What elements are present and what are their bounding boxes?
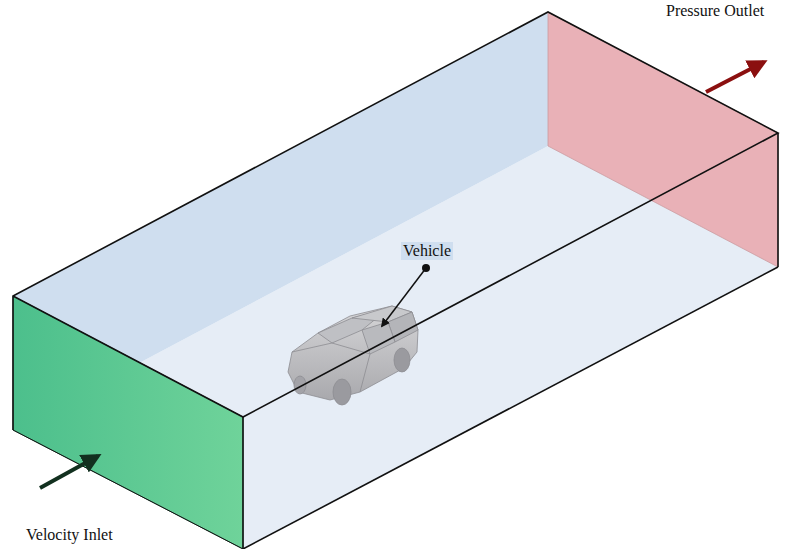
domain-label: Velocity Inlet — [24, 526, 115, 544]
domain-edge — [13, 430, 243, 549]
inlet-arrow — [40, 456, 98, 488]
domain-edges — [13, 12, 778, 549]
leader-line — [382, 268, 426, 326]
vehicle-model — [288, 306, 418, 405]
inlet-face — [13, 296, 243, 549]
outlet-arrow — [706, 62, 764, 92]
domain-label: Vehicle — [401, 242, 453, 260]
outlet-face — [548, 12, 778, 267]
domain-label: Pressure Outlet — [664, 2, 766, 20]
